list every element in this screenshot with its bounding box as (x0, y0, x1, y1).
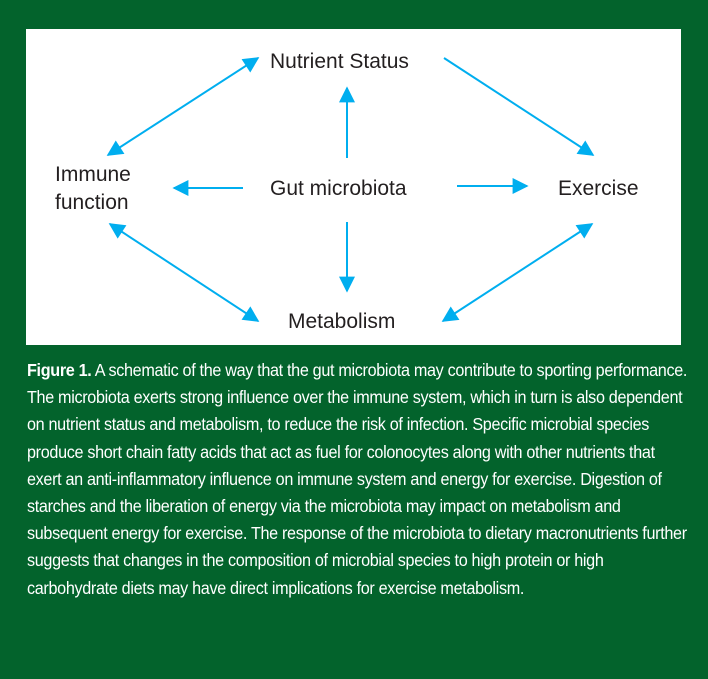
node-gut-microbiota: Gut microbiota (270, 177, 407, 200)
arrow-nutrient-to-exercise (443, 57, 595, 156)
node-nutrient-status: Nutrient Status (270, 50, 409, 73)
node-immune-function-line1: Immune (55, 163, 131, 186)
arrow-nutrient-immune (106, 57, 260, 156)
figure-caption: Figure 1. A schematic of the way that th… (27, 357, 689, 602)
figure-label: Figure 1. (27, 360, 92, 380)
arrow-exercise-metabolism (441, 223, 594, 322)
node-immune-function-line2: function (55, 191, 129, 214)
node-metabolism: Metabolism (288, 310, 395, 333)
caption-text: A schematic of the way that the gut micr… (27, 360, 688, 598)
node-exercise: Exercise (558, 177, 639, 200)
arrow-immune-metabolism (108, 223, 260, 322)
